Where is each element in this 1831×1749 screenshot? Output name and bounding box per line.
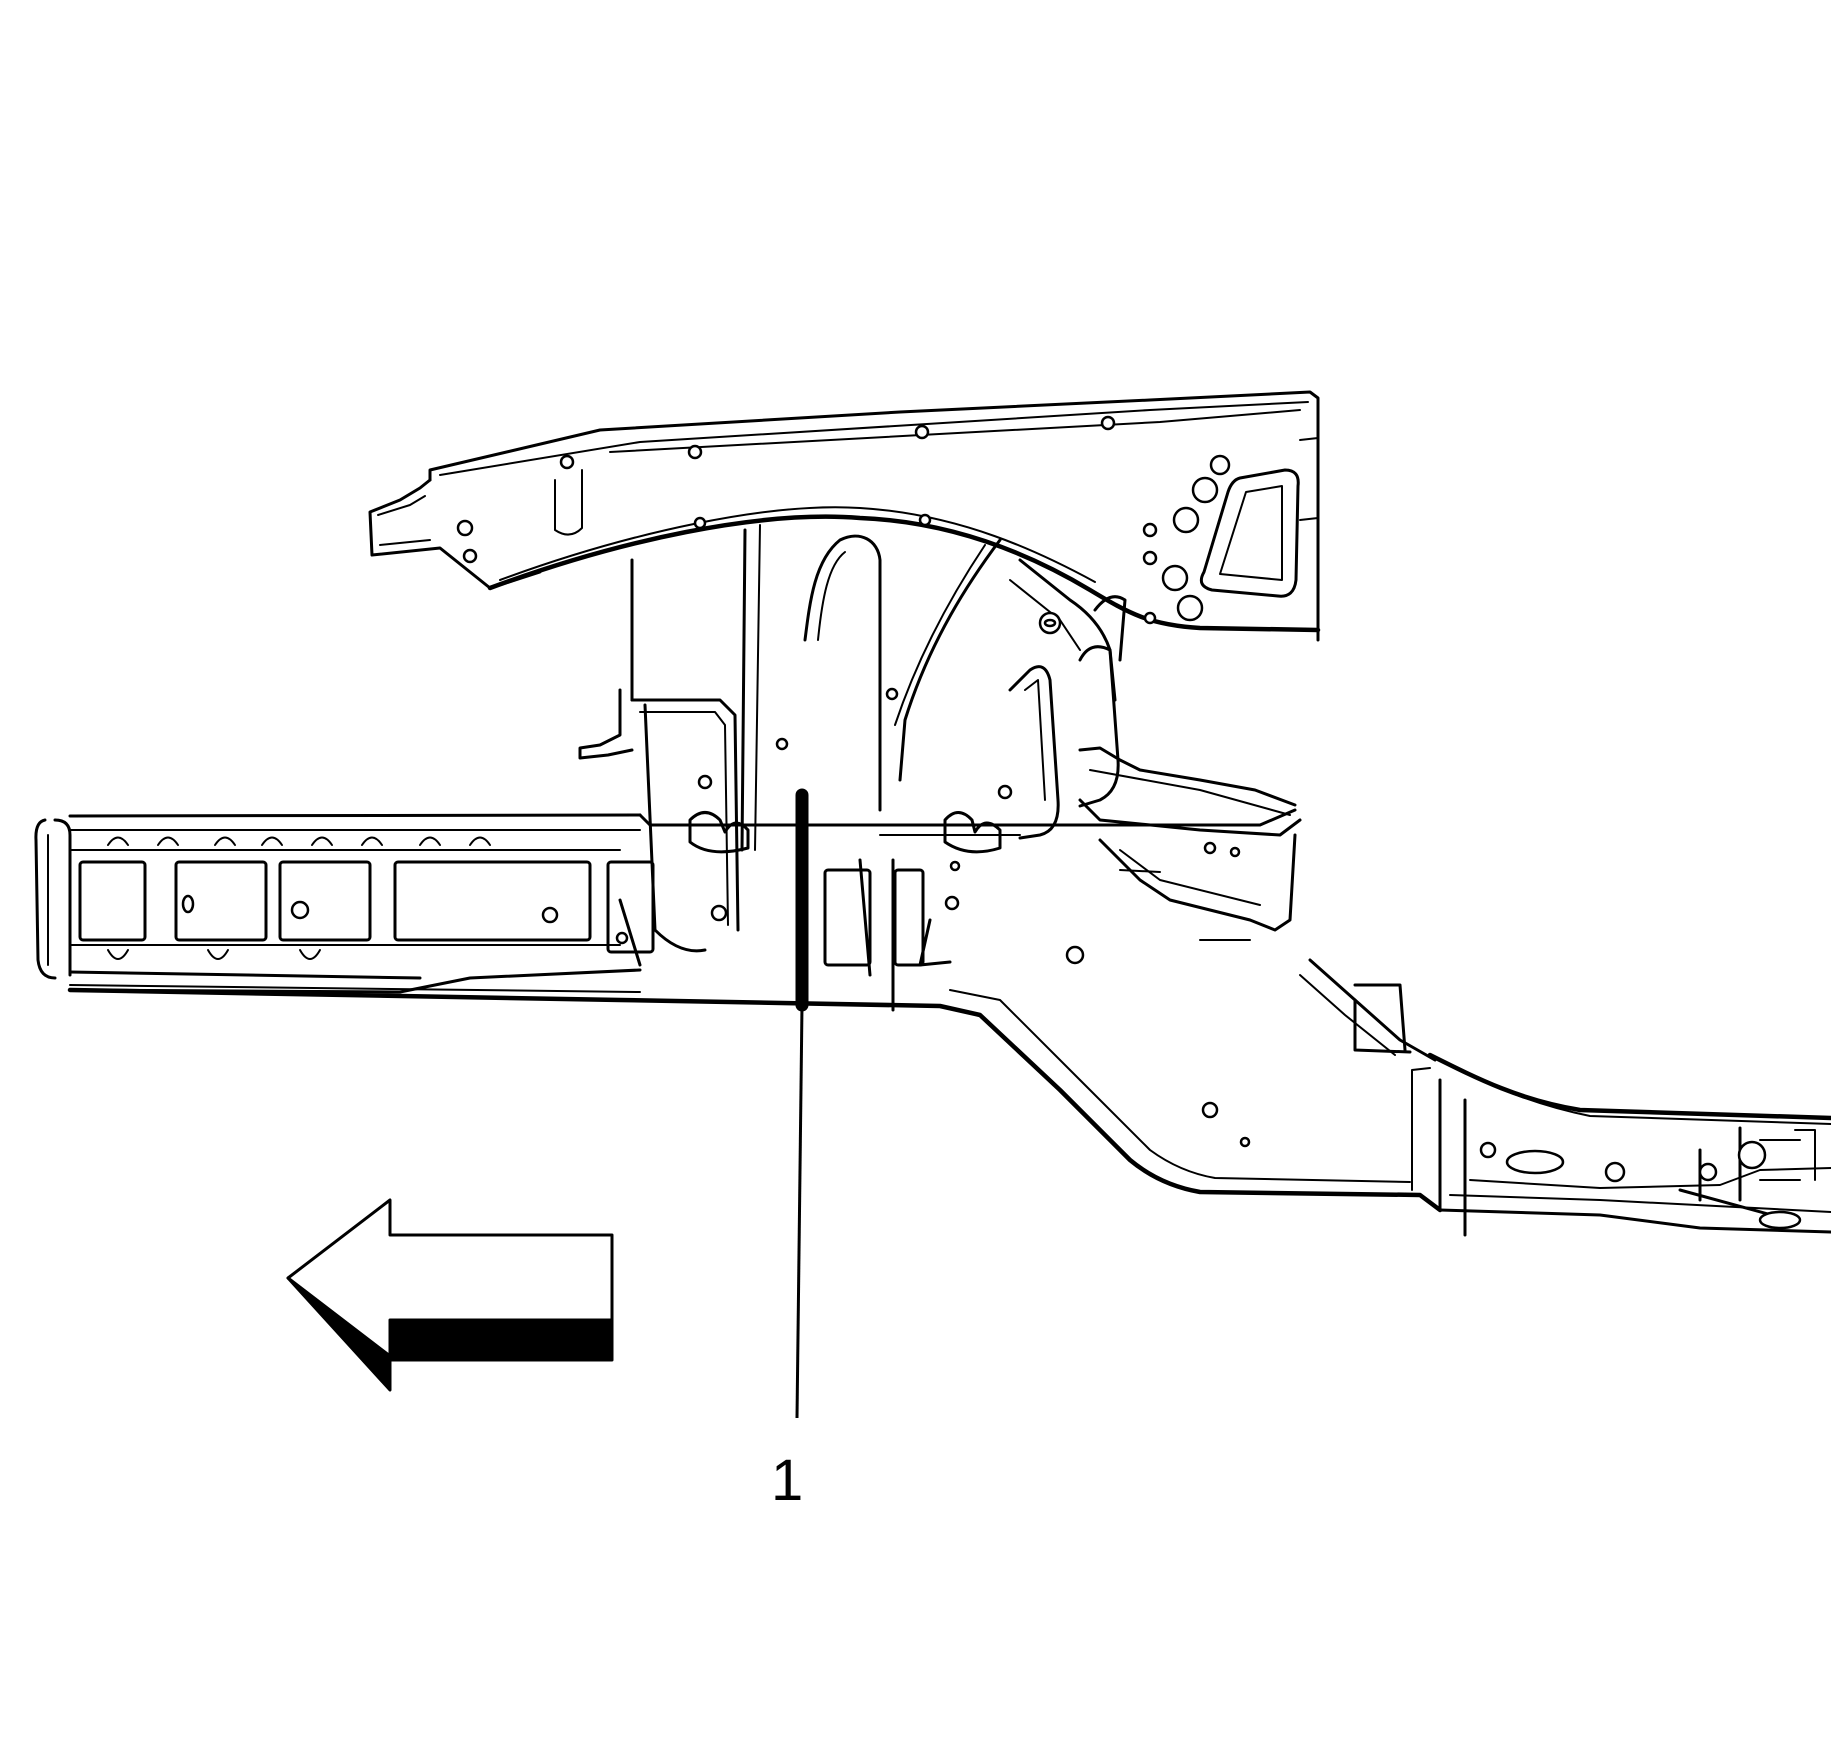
callout-1-leader (795, 1004, 804, 1419)
top-rivets (559, 415, 1157, 625)
upper-rail (368, 390, 1321, 642)
rail-top-bumps (107, 836, 491, 960)
callout-1-label: 1 (771, 1448, 803, 1513)
arrow-left-icon (286, 1198, 614, 1392)
strut-tower (578, 524, 1302, 965)
callout-1: 1 (771, 788, 809, 1513)
floor-rail (1411, 1052, 1831, 1237)
rail-windows (78, 860, 925, 967)
frame-rail (34, 808, 1443, 1213)
apron-holes (1142, 454, 1231, 622)
rail-holes (181, 894, 1251, 1148)
